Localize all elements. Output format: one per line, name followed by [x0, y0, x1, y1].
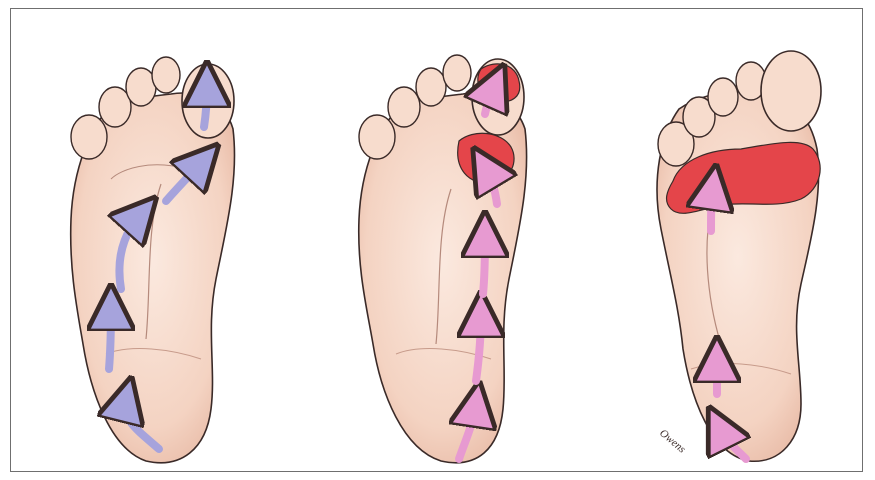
toe-4-2	[388, 87, 420, 127]
toe-5-1	[71, 115, 107, 159]
pressure-area-big-toe	[478, 64, 520, 102]
figure-frame: Owens	[10, 8, 863, 472]
toe-3-2	[416, 68, 446, 106]
foot-panel-big-toe	[359, 55, 527, 463]
foot-pressure-illustration: Owens	[11, 9, 863, 472]
foot-panel-normal	[71, 57, 235, 463]
pressure-arrow-2c	[483, 234, 485, 294]
pressure-arrow-1b	[109, 307, 111, 369]
toe-2-2	[443, 55, 471, 91]
toe-5-2	[359, 115, 395, 159]
artist-signature: Owens	[657, 427, 688, 455]
toe-3-3	[708, 78, 738, 116]
big-toe-3	[761, 51, 821, 131]
toe-2-1	[152, 57, 180, 93]
pressure-arrow-3c	[711, 187, 713, 231]
pressure-arrow-1e	[204, 84, 207, 127]
foot-panel-forefoot	[657, 51, 821, 461]
